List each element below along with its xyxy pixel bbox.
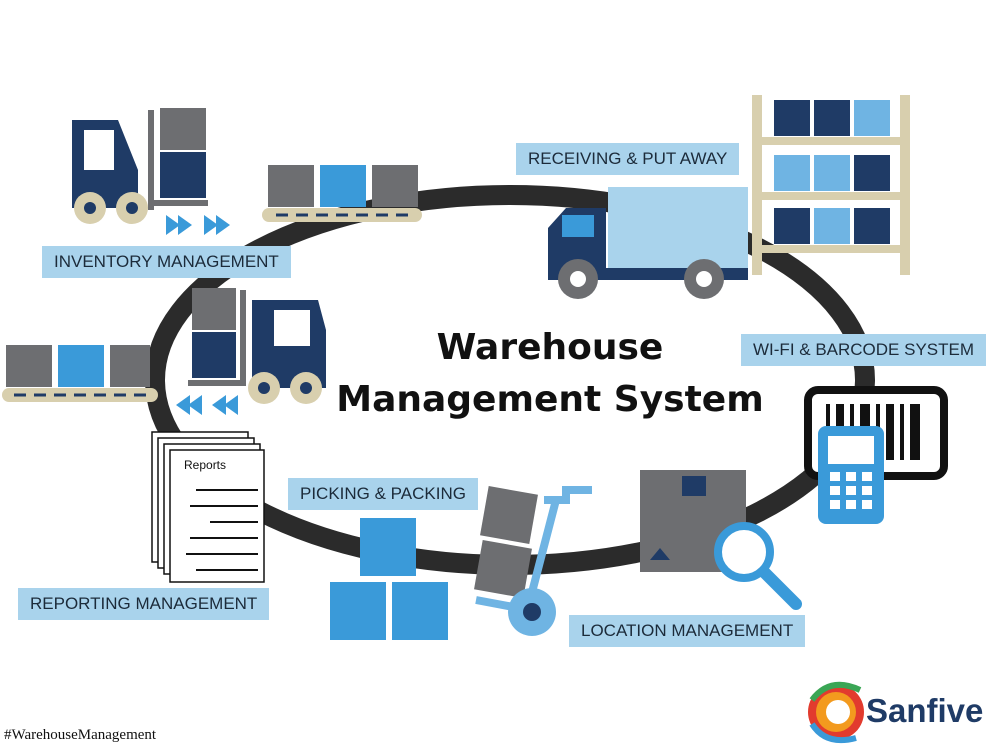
picking-boxes-icon xyxy=(330,518,448,640)
stage-label-picking: PICKING & PACKING xyxy=(288,478,478,510)
stage-label-inventory: INVENTORY MANAGEMENT xyxy=(42,246,291,278)
forklift-icon-top xyxy=(72,108,230,235)
forklift-icon-middle xyxy=(176,288,326,415)
hashtag-text: #WarehouseManagement xyxy=(4,727,157,743)
storage-rack-icon xyxy=(752,95,910,275)
hand-truck-icon xyxy=(474,486,592,636)
brand-name: Sanfive xyxy=(866,692,984,729)
stage-label-wifi-barcode: WI-FI & BARCODE SYSTEM xyxy=(741,334,987,366)
title-line-2: Management System xyxy=(336,379,764,420)
stage-label-reporting: REPORTING MANAGEMENT xyxy=(18,588,270,620)
stage-label-location: LOCATION MANAGEMENT xyxy=(569,615,806,647)
sanfive-logo-icon xyxy=(808,681,864,744)
stage-label-receiving: RECEIVING & PUT AWAY xyxy=(516,143,740,175)
barcode-scanner-icon xyxy=(818,426,884,524)
reports-document-icon xyxy=(151,431,265,583)
left-conveyor-icon xyxy=(2,345,158,402)
magnifier-icon xyxy=(714,522,802,610)
title-line-1: Warehouse xyxy=(436,327,664,368)
reports-document-label: Reports xyxy=(184,458,227,472)
top-conveyor-icon xyxy=(262,165,422,222)
delivery-truck-icon xyxy=(548,187,748,299)
diagram-title: Warehouse Management System xyxy=(300,322,800,426)
